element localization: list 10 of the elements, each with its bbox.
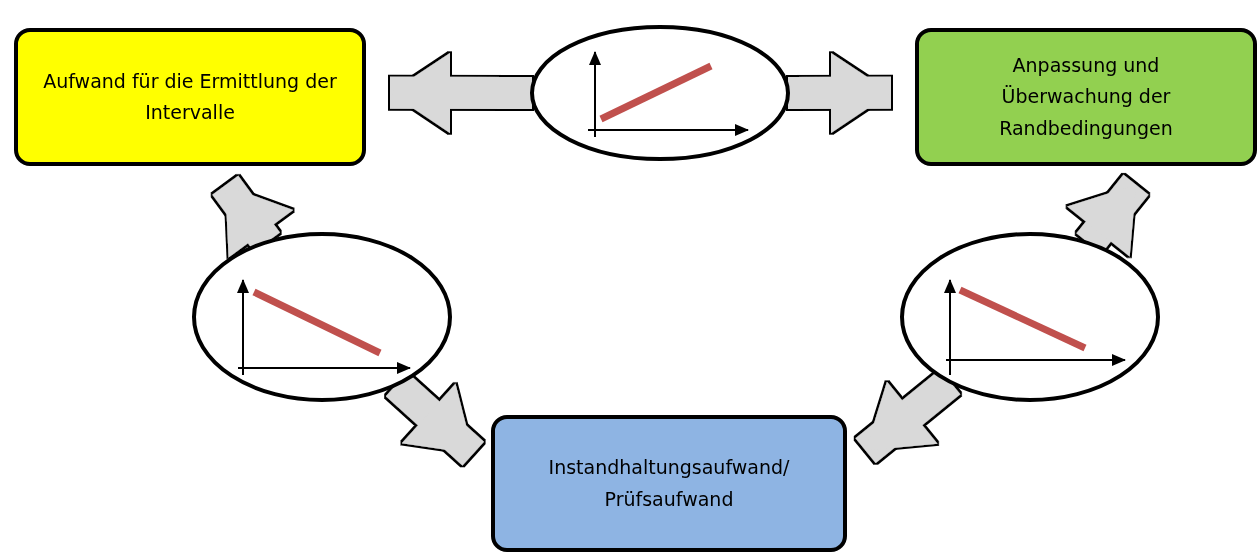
block-arrow: [788, 52, 891, 133]
process-box: [491, 415, 847, 552]
box-label: Aufwand für die Ermittlung der Intervalle: [42, 68, 338, 125]
block-arrow: [212, 175, 294, 258]
box-label: Anpassung und Überwachung der Randbedingungen: [998, 53, 1174, 141]
block-arrow: [390, 52, 532, 133]
box-label: Instandhaltungsaufwand/ Prüfsaufwand: [547, 455, 791, 512]
process-box: [14, 28, 366, 166]
process-box: [915, 28, 1257, 166]
block-arrow: [1067, 174, 1149, 257]
